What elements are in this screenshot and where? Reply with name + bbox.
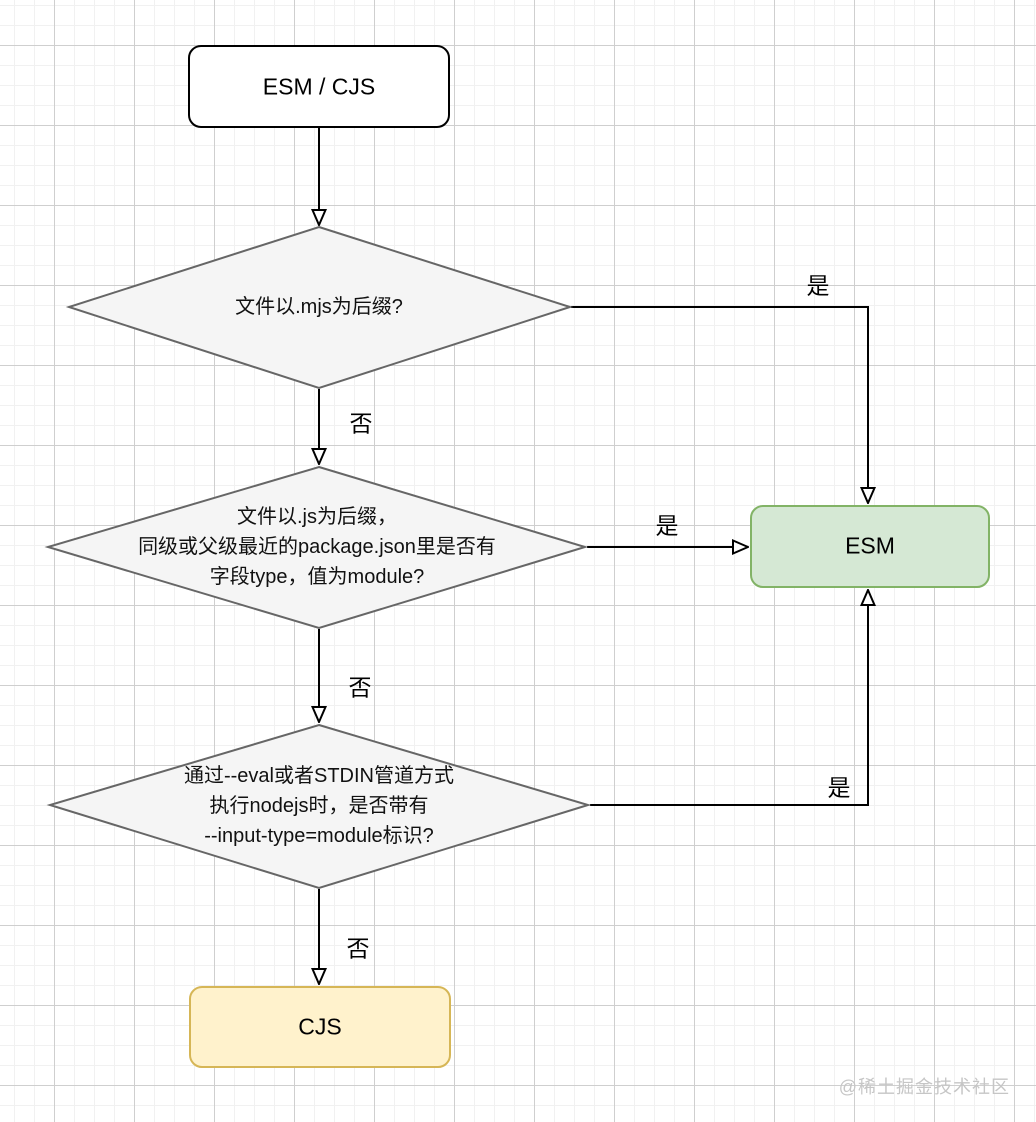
edge-label-yes-1: 是 — [806, 272, 830, 299]
edge-decision3-yes-to-esm — [590, 590, 868, 806]
watermark: @稀土掘金技术社区 — [838, 1077, 1010, 1097]
edge-label-no-1: 否 — [349, 410, 373, 437]
decision1-diamond — [65, 225, 574, 390]
decision3-diamond — [46, 723, 592, 890]
start-node-label: ESM / CJS — [262, 73, 376, 100]
connector-group — [319, 128, 868, 984]
edge-label-no-2: 否 — [348, 674, 372, 701]
edge-decision1-yes-to-esm — [571, 306, 868, 503]
decision1-label: 文件以.mjs为后缀? — [235, 296, 403, 318]
cjs-node-label: CJS — [298, 1013, 342, 1040]
decision2-diamond — [44, 465, 589, 630]
edge-label-yes-2: 是 — [655, 512, 679, 539]
edge-label-no-3: 否 — [346, 935, 370, 962]
esm-node-label: ESM — [845, 532, 895, 559]
cjs-node — [189, 986, 451, 1068]
edge-label-yes-3: 是 — [827, 774, 851, 801]
esm-node — [750, 505, 990, 588]
decision3-label: 通过--eval或者STDIN管道方式 执行nodejs时，是否带有 --inp… — [183, 765, 454, 847]
decision2-label: 文件以.js为后缀， 同级或父级最近的package.json里是否有 字段ty… — [138, 506, 496, 588]
start-node — [188, 45, 450, 128]
